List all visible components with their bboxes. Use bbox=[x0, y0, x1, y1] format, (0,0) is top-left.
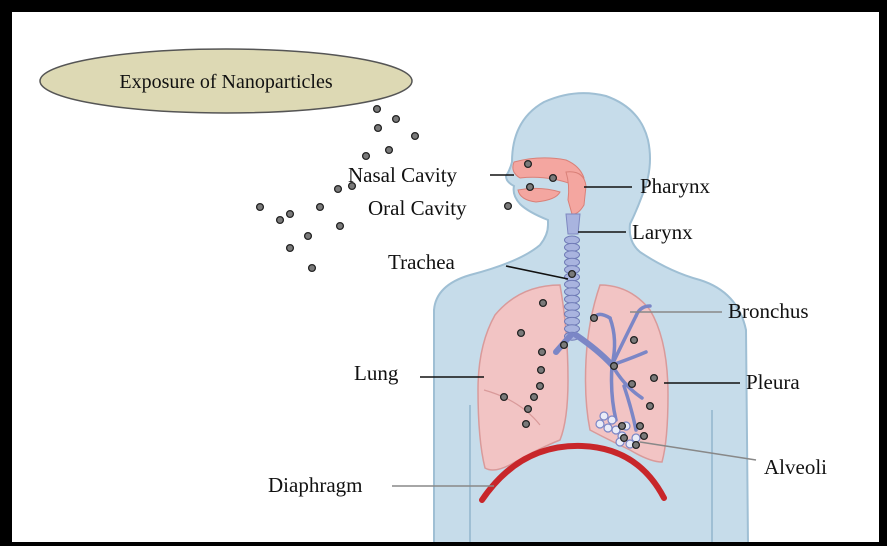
alveolus bbox=[608, 416, 616, 424]
nanoparticle-dot bbox=[647, 403, 654, 410]
nanoparticle-dot bbox=[619, 423, 626, 430]
nanoparticle-dot bbox=[537, 383, 544, 390]
nanoparticle-dot bbox=[505, 203, 512, 210]
label-diaphragm: Diaphragm bbox=[268, 473, 362, 497]
nanoparticle-dot bbox=[531, 394, 538, 401]
diagram-canvas: Exposure of Nanoparticles Nasal Cavity O… bbox=[12, 12, 879, 542]
nanoparticle-dot bbox=[641, 433, 648, 440]
nanoparticle-dot bbox=[523, 421, 530, 428]
nanoparticle-dot bbox=[335, 186, 342, 193]
nanoparticle-dot bbox=[386, 147, 393, 154]
trachea-ring bbox=[565, 288, 580, 296]
label-oral-cavity: Oral Cavity bbox=[368, 196, 467, 220]
alveolus bbox=[600, 412, 608, 420]
nanoparticle-dot bbox=[393, 116, 400, 123]
larynx bbox=[566, 214, 580, 234]
trachea-ring bbox=[565, 243, 580, 251]
label-nasal-cavity: Nasal Cavity bbox=[348, 163, 458, 187]
label-larynx: Larynx bbox=[632, 220, 693, 244]
trachea-ring bbox=[565, 310, 580, 318]
trachea-ring bbox=[565, 280, 580, 288]
nanoparticle-dot bbox=[631, 337, 638, 344]
nanoparticle-dot bbox=[591, 315, 598, 322]
trachea-ring bbox=[565, 317, 580, 325]
trachea-ring bbox=[565, 258, 580, 266]
nanoparticle-dot bbox=[561, 342, 568, 349]
nanoparticle-dot bbox=[337, 223, 344, 230]
label-bronchus: Bronchus bbox=[728, 299, 809, 323]
nanoparticle-dot bbox=[525, 161, 532, 168]
nanoparticle-dot bbox=[309, 265, 316, 272]
label-alveoli: Alveoli bbox=[764, 455, 827, 479]
nanoparticle-dot bbox=[629, 381, 636, 388]
nanoparticle-dot bbox=[633, 442, 640, 449]
label-trachea: Trachea bbox=[388, 250, 456, 274]
nanoparticle-dot bbox=[349, 183, 356, 190]
trachea-ring bbox=[565, 295, 580, 303]
nanoparticle-dot bbox=[257, 204, 264, 211]
nanoparticle-dot bbox=[539, 349, 546, 356]
nanoparticle-dot bbox=[305, 233, 312, 240]
nanoparticle-dot bbox=[621, 435, 628, 442]
trachea-ring bbox=[565, 303, 580, 311]
nanoparticle-dot bbox=[527, 184, 534, 191]
trachea-ring bbox=[565, 325, 580, 333]
nanoparticle-dot bbox=[374, 106, 381, 113]
title-text: Exposure of Nanoparticles bbox=[119, 71, 332, 93]
nanoparticle-dot bbox=[317, 204, 324, 211]
nanoparticle-dot bbox=[569, 271, 576, 278]
nanoparticle-dot bbox=[412, 133, 419, 140]
nanoparticle-dot bbox=[550, 175, 557, 182]
label-pleura: Pleura bbox=[746, 370, 800, 394]
nanoparticle-dot bbox=[538, 367, 545, 374]
nanoparticle-dot bbox=[651, 375, 658, 382]
nanoparticle-dot bbox=[363, 153, 370, 160]
title-badge: Exposure of Nanoparticles bbox=[40, 49, 412, 113]
alveolus bbox=[632, 434, 640, 442]
trachea-ring bbox=[565, 251, 580, 259]
trachea-ring bbox=[565, 236, 580, 244]
nanoparticle-dot bbox=[611, 363, 618, 370]
nanoparticle-dot bbox=[287, 245, 294, 252]
alveolus bbox=[604, 424, 612, 432]
respiratory-diagram: Exposure of Nanoparticles Nasal Cavity O… bbox=[12, 12, 879, 542]
nanoparticle-dot bbox=[501, 394, 508, 401]
nanoparticle-dot bbox=[525, 406, 532, 413]
nanoparticle-dot bbox=[518, 330, 525, 337]
alveolus bbox=[596, 420, 604, 428]
nanoparticle-dot bbox=[637, 423, 644, 430]
nanoparticle-dot bbox=[277, 217, 284, 224]
nanoparticle-dot bbox=[540, 300, 547, 307]
label-pharynx: Pharynx bbox=[640, 174, 710, 198]
label-lung: Lung bbox=[354, 361, 399, 385]
nanoparticle-dot bbox=[375, 125, 382, 132]
nanoparticle-dot bbox=[287, 211, 294, 218]
